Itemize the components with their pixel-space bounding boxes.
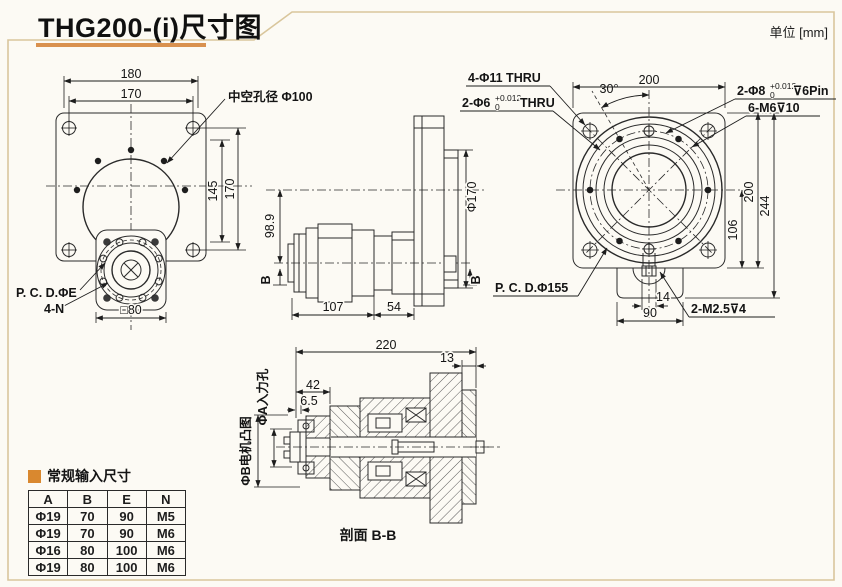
dim-54: 54 (387, 300, 401, 314)
table-row: Φ19 70 90 M6 (27, 524, 187, 542)
dim-244: 244 (758, 196, 772, 217)
cell: M6 (145, 541, 187, 559)
dim-square80: □80 (120, 303, 142, 317)
page-title: THG200-(i)尺寸图 (38, 13, 263, 43)
dim-145: 145 (206, 181, 220, 202)
motor-boss-label: ΦB电机凸图 (238, 416, 253, 485)
col-header-e: E (106, 490, 147, 508)
corner-hole-icon (61, 120, 201, 258)
dim-200-right: 200 (742, 182, 756, 203)
input-size-table: 常规输入尺寸 A B E N Φ19 70 90 M5 Φ19 70 90 M6 (27, 466, 187, 576)
dim-30deg: 30° (600, 82, 619, 96)
unit-label: 单位 [mm] (769, 25, 829, 40)
cell: 90 (106, 507, 147, 525)
cell: Φ19 (27, 524, 69, 542)
col-header-b: B (67, 490, 108, 508)
table-row: Φ19 70 90 M5 (27, 507, 187, 525)
table-row: Φ19 80 100 M6 (27, 558, 187, 576)
table-row: Φ16 80 100 M6 (27, 541, 187, 559)
cell: M6 (145, 558, 187, 576)
thru-holes-label: 4-Φ11 THRU (468, 71, 541, 85)
orange-square-icon (28, 469, 41, 483)
table-header-row: A B E N (27, 490, 187, 508)
dim-220: 220 (376, 338, 397, 352)
input-hole-label: ΦA入力孔 (255, 368, 270, 425)
dim-107: 107 (323, 300, 344, 314)
dim-106: 106 (726, 220, 740, 241)
corner-hole-icon (581, 122, 717, 259)
cell: M6 (145, 524, 187, 542)
dowel-suffix: ⊽6Pin (793, 84, 829, 98)
cell: M5 (145, 507, 187, 525)
dim-42: 42 (306, 378, 320, 392)
table-title: 常规输入尺寸 (47, 468, 131, 484)
dim-phi170: Φ170 (465, 182, 479, 213)
hollow-bore-label: 中空孔径 Φ100 (228, 89, 313, 104)
col-header-n: N (145, 490, 187, 508)
dim-200-top: 200 (639, 73, 660, 87)
cell: 70 (67, 524, 108, 542)
cell: 100 (106, 541, 147, 559)
pin-holes-tol-sub: 0 (495, 102, 500, 112)
cell: Φ19 (27, 558, 69, 576)
cell: 80 (67, 541, 108, 559)
cell: 90 (106, 524, 147, 542)
dowel-tol-sub: 0 (770, 90, 775, 100)
tap-label: 6-M6⊽10 (748, 101, 800, 115)
hole-count-label: 4-N (44, 302, 64, 316)
col-header-a: A (27, 490, 69, 508)
dim-98-9: 98.9 (263, 214, 277, 238)
section-marker-left: B (259, 275, 273, 284)
tap-small-label: 2-M2.5⊽4 (691, 302, 746, 316)
page-frame (7, 11, 835, 581)
front-view: 180 170 中空孔径 Φ100 145 170 P. C. D.ΦE 4-N… (15, 66, 314, 330)
dim-14: 14 (656, 290, 670, 304)
pin-holes-suffix: THRU (520, 96, 555, 110)
dim-13: 13 (440, 351, 454, 365)
cell: Φ19 (27, 507, 69, 525)
dowel-tol-sup: +0.012 (770, 81, 797, 91)
pcd-e-label: P. C. D.ΦE (16, 286, 77, 300)
title-underline (36, 43, 206, 47)
dim-90: 90 (643, 306, 657, 320)
rear-view: 30° 200 106 200 244 14 90 P. C. D.Φ155 (460, 70, 836, 326)
pin-holes-tol-sup: +0.012 (495, 93, 522, 103)
pcd-155-label: P. C. D.Φ155 (495, 281, 568, 295)
cell: 100 (106, 558, 147, 576)
cell: Φ16 (27, 541, 69, 559)
dim-170-right: 170 (223, 179, 237, 200)
section-caption: 剖面 B-B (340, 527, 397, 543)
section-marker-right: B (469, 275, 483, 284)
dowel-label: 2-Φ8 (737, 84, 765, 98)
cell: 70 (67, 507, 108, 525)
side-view: 98.9 B B Φ170 107 54 (258, 115, 485, 320)
cell: 80 (67, 558, 108, 576)
section-view: 220 13 42 6.5 ΦA入力孔 ΦB电机凸图 剖面 B-B (237, 337, 500, 543)
pin-holes-label: 2-Φ6 (462, 96, 490, 110)
dim-170-top: 170 (121, 87, 142, 101)
dim-6-5: 6.5 (300, 394, 317, 408)
dim-180: 180 (121, 67, 142, 81)
